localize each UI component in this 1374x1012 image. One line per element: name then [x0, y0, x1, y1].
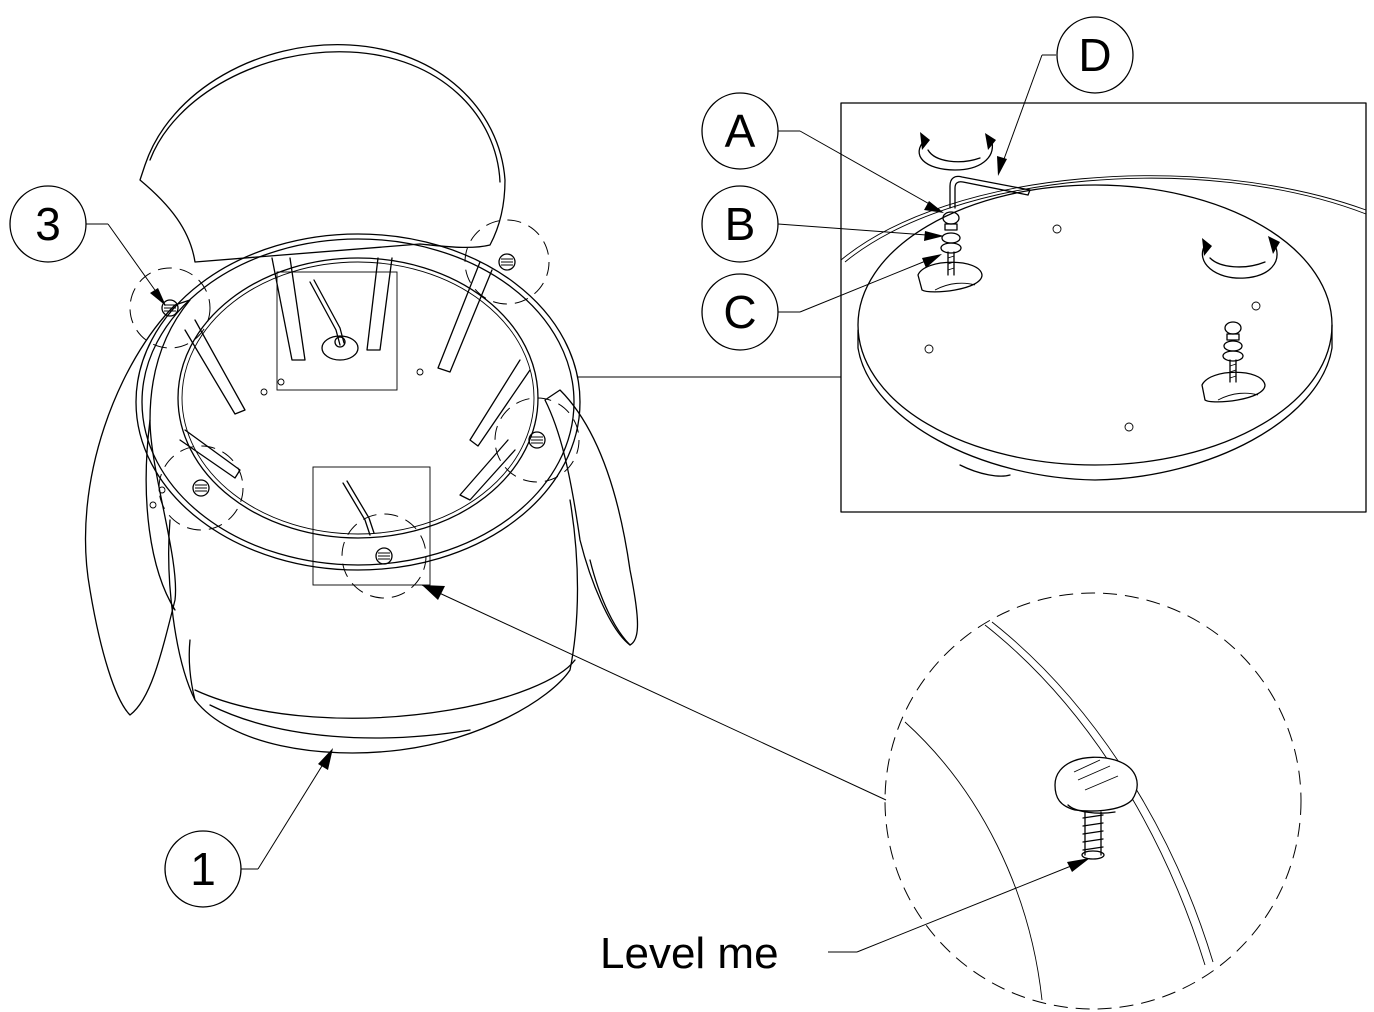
level-me-caption: Level me [600, 929, 779, 978]
level-me-callout: Level me [600, 858, 1090, 978]
detail-view-box [578, 102, 1367, 513]
callout-a-label: A [725, 105, 756, 157]
main-assembly [84, 44, 639, 754]
callout-3-label: 3 [35, 198, 61, 250]
callout-d-label: D [1078, 29, 1111, 81]
zoom-detail-circle [421, 584, 1302, 1010]
callout-c: C [701, 254, 942, 351]
callout-1-label: 1 [190, 843, 216, 895]
callout-a: A [701, 92, 944, 213]
callout-d: D [997, 16, 1134, 176]
callout-b-label: B [725, 198, 756, 250]
callout-3: 3 [9, 185, 166, 306]
callout-b: B [701, 185, 944, 263]
callout-1: 1 [164, 748, 333, 908]
callout-c-label: C [723, 286, 756, 338]
